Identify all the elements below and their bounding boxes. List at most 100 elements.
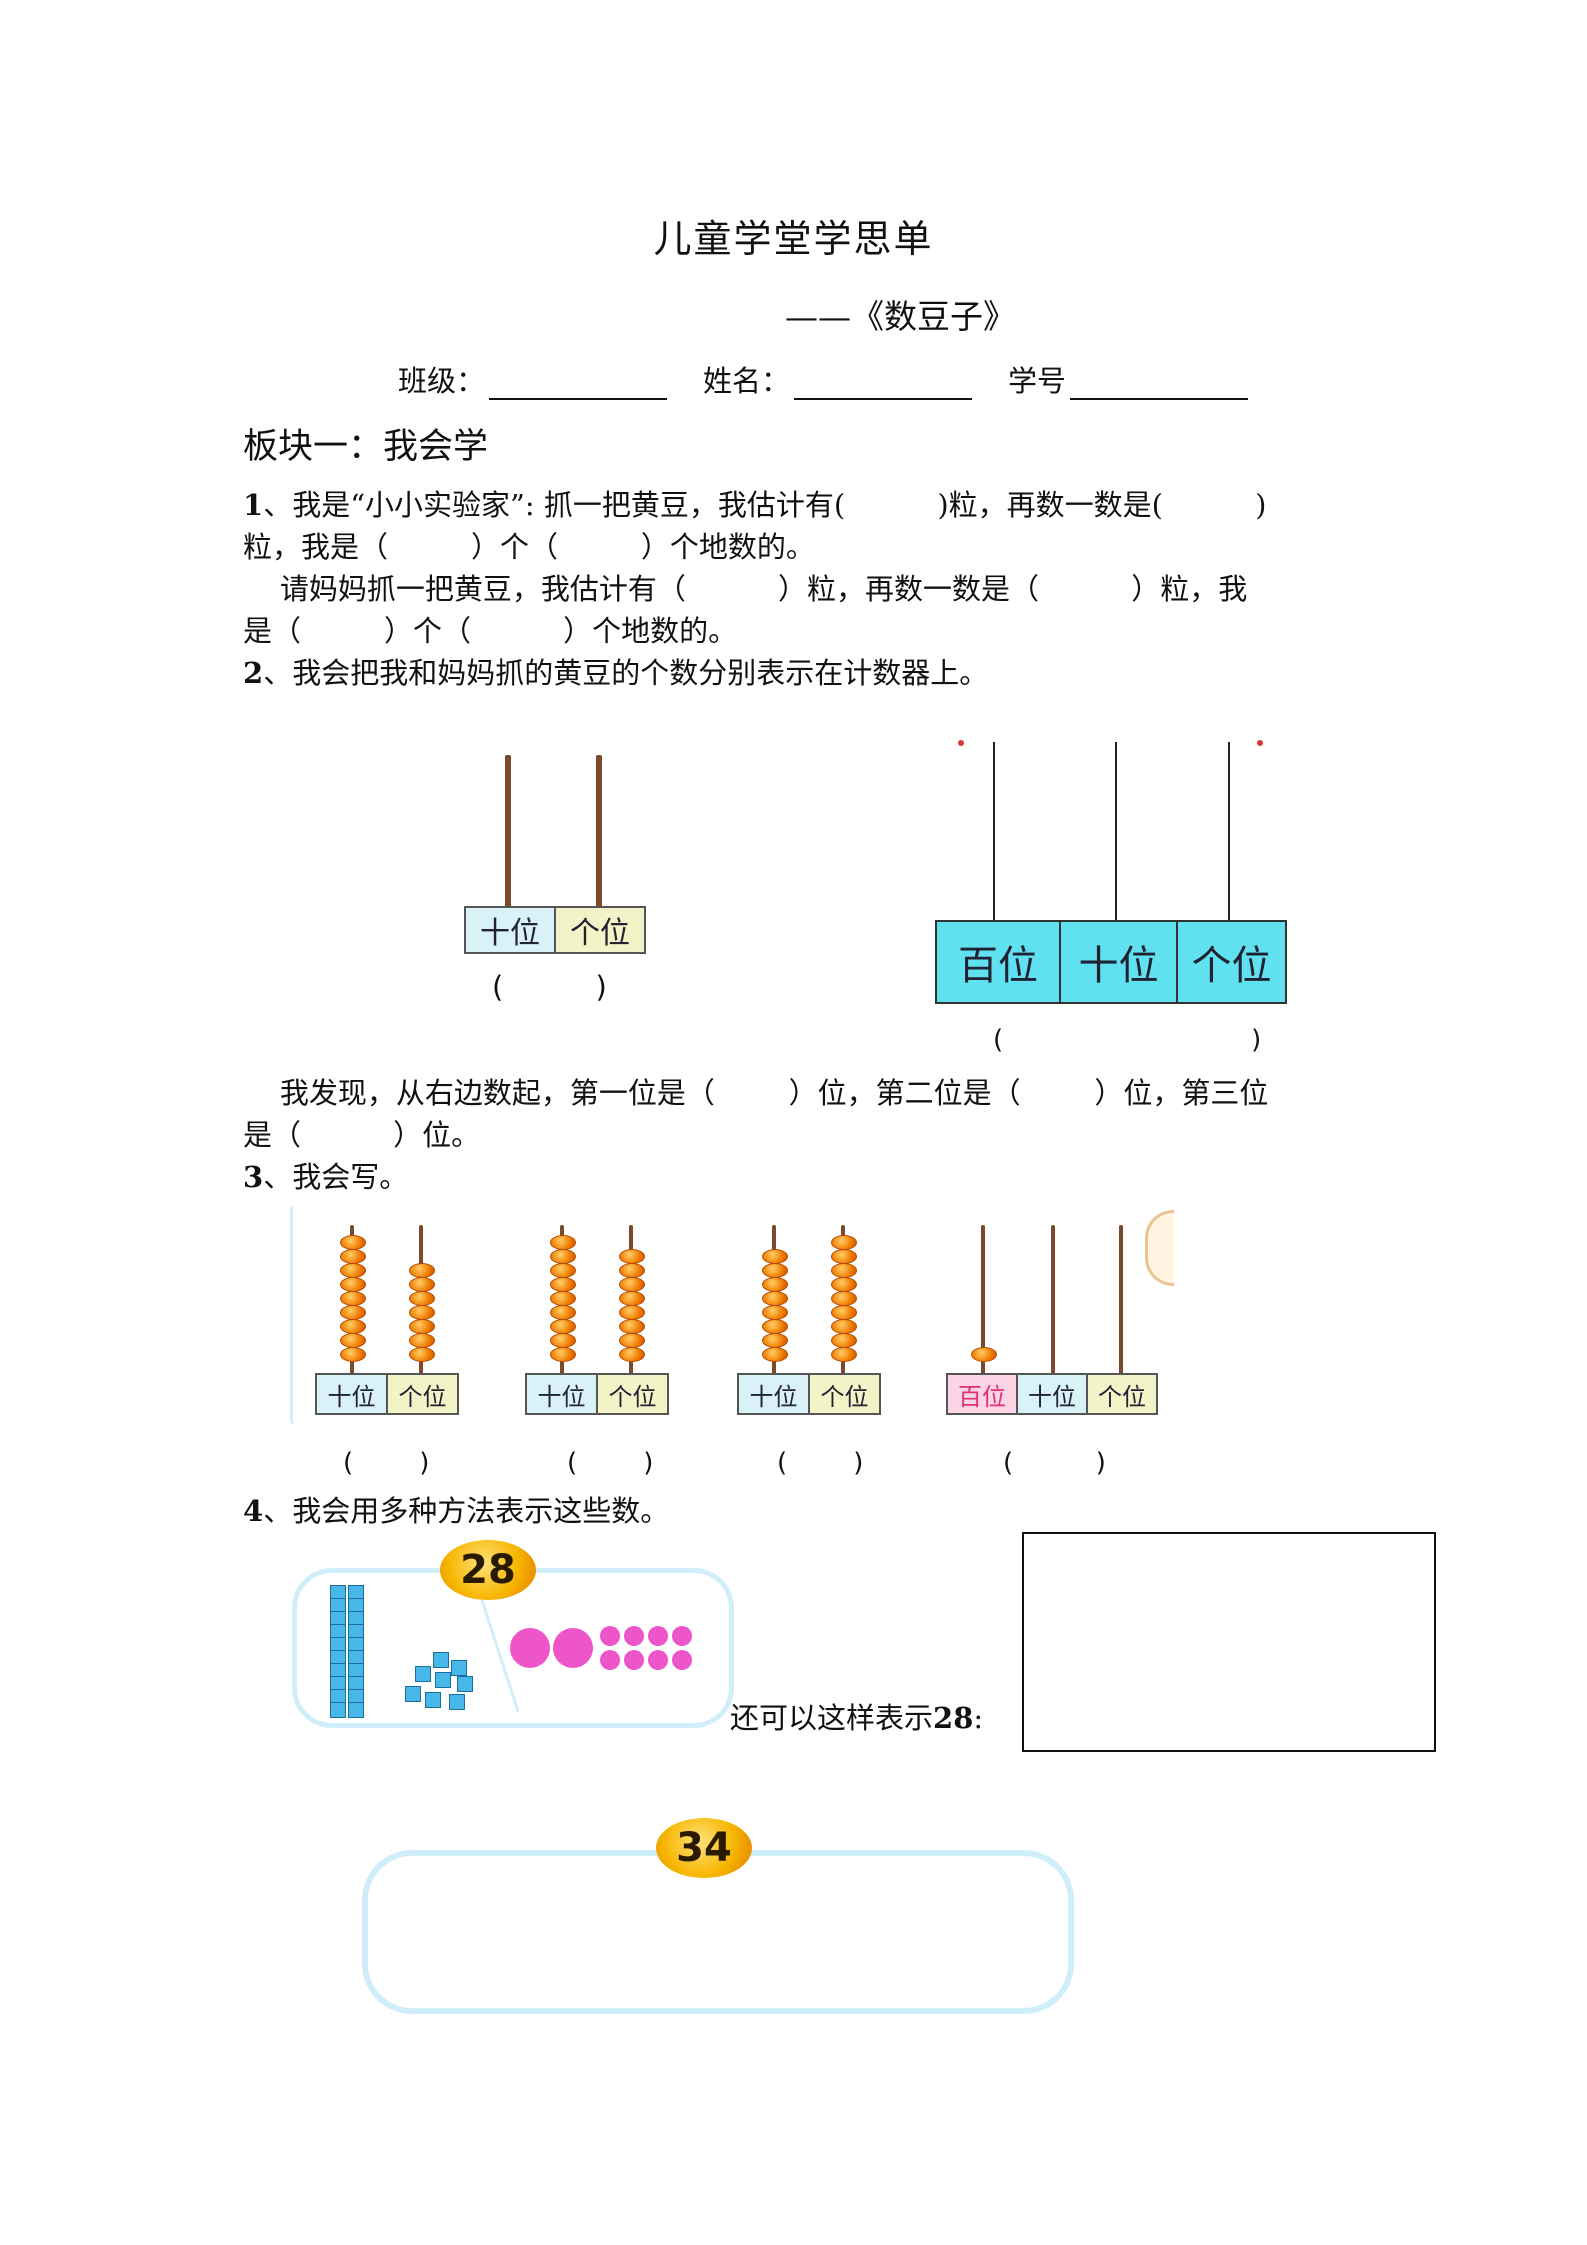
tens-dot [553, 1628, 593, 1668]
tens-label: 十位 [317, 1375, 388, 1413]
frame2-answer-paren[interactable]: ( ) [993, 1025, 1262, 1055]
bead [550, 1235, 576, 1250]
bead [340, 1305, 366, 1320]
class-label: 班级： [398, 364, 486, 398]
ones-dot [672, 1650, 692, 1670]
unit-cube [435, 1672, 451, 1688]
q2-discover-line1: 我发现，从右边数起，第一位是（ ）位，第二位是（ ）位，第三位 [243, 1076, 1269, 1110]
unit-cube [433, 1652, 449, 1668]
place-value-labels: 百位 十位 个位 [946, 1373, 1158, 1415]
ones-label: 个位 [810, 1375, 879, 1413]
tens-label: 十位 [739, 1375, 810, 1413]
bead [619, 1263, 645, 1278]
q3-answer-b[interactable]: ( ) [567, 1448, 654, 1478]
page-subtitle: ——《数豆子》 [785, 297, 1016, 336]
bead [831, 1235, 857, 1250]
bead [409, 1347, 435, 1362]
q3-answer-a[interactable]: ( ) [343, 1448, 430, 1478]
q3-number: 3 [243, 1160, 264, 1194]
ones-dot [624, 1626, 644, 1646]
unit-cube [451, 1660, 467, 1676]
ones-dot [648, 1650, 668, 1670]
class-field: 班级： [398, 358, 668, 400]
unit-cubes [405, 1652, 495, 1712]
q2-number: 2 [243, 656, 264, 690]
hundreds-rod [981, 1225, 985, 1375]
bead [831, 1347, 857, 1362]
red-dot-marker [1257, 740, 1263, 746]
answer-box-28[interactable] [1022, 1532, 1436, 1752]
student-info-fields: 班级： 姓名： 学号 [398, 358, 1249, 400]
ones-dot [672, 1626, 692, 1646]
tens-dot [510, 1628, 550, 1668]
bead [831, 1277, 857, 1292]
name-blank[interactable] [794, 368, 973, 400]
hundreds-label: 百位 [937, 922, 1061, 1002]
tens-label: 十位 [466, 908, 556, 952]
unit-cube [415, 1666, 431, 1682]
ones-rod [1119, 1225, 1123, 1375]
bead [762, 1347, 788, 1362]
bead [619, 1347, 645, 1362]
bead [971, 1347, 997, 1362]
number-34-badge: 34 [656, 1818, 752, 1878]
bead [550, 1277, 576, 1292]
bead [340, 1235, 366, 1250]
bead [409, 1277, 435, 1292]
section-title: 板块一：我会学 [243, 427, 489, 467]
student-number-blank[interactable] [1070, 368, 1249, 400]
q2-discover-line2: 是（ ）位。 [243, 1118, 481, 1152]
q3-text: 、我会写。 [263, 1160, 409, 1194]
bead [409, 1319, 435, 1334]
bead [550, 1333, 576, 1348]
ones-label: 个位 [1178, 922, 1285, 1002]
also-colon: : [973, 1701, 984, 1735]
bead [762, 1291, 788, 1306]
bead [340, 1347, 366, 1362]
place-value-labels: 百位 十位 个位 [935, 920, 1287, 1004]
ones-label: 个位 [1088, 1375, 1156, 1413]
hundreds-rod [993, 742, 995, 922]
rod-cube [348, 1702, 364, 1718]
q3-answer-c[interactable]: ( ) [777, 1448, 864, 1478]
bead [409, 1333, 435, 1348]
q4-text: 、我会用多种方法表示这些数。 [263, 1494, 670, 1528]
page-title: 儿童学堂学思单 [653, 217, 934, 261]
q3-answer-d[interactable]: ( ) [1003, 1448, 1106, 1478]
bead [762, 1277, 788, 1292]
bead [340, 1263, 366, 1278]
tens-label: 十位 [1061, 922, 1178, 1002]
ones-label: 个位 [598, 1375, 667, 1413]
ones-dot [624, 1650, 644, 1670]
q1-line1: 1、我是“小小实验家”: 抓一把黄豆，我估计有( )粒，再数一数是( ) [243, 484, 1353, 526]
q4-number: 4 [243, 1494, 264, 1528]
bead [550, 1263, 576, 1278]
ones-label: 个位 [556, 908, 644, 952]
bead [831, 1291, 857, 1306]
bead [550, 1305, 576, 1320]
q3-abacus-row: 十位 个位 十位 个位 十位 个位 百位 十位 个位 [290, 1205, 1174, 1435]
ones-label: 个位 [388, 1375, 457, 1413]
ones-dots [600, 1626, 710, 1670]
ones-dot [648, 1626, 668, 1646]
class-blank[interactable] [489, 368, 668, 400]
base-ten-rods [330, 1585, 380, 1718]
decor-edge [290, 1205, 301, 1425]
bead [619, 1333, 645, 1348]
number-28-badge: 28 [440, 1540, 536, 1600]
hundreds-label: 百位 [948, 1375, 1018, 1413]
ones-dot [600, 1650, 620, 1670]
place-value-labels: 十位 个位 [464, 906, 646, 954]
frame1-answer-paren[interactable]: ( ) [492, 970, 607, 1004]
place-value-labels: 十位 个位 [737, 1373, 881, 1415]
place-value-labels: 十位 个位 [315, 1373, 459, 1415]
also-represent-28: 还可以这样表示28: [730, 1695, 983, 1737]
unit-cube [457, 1676, 473, 1692]
bead [762, 1319, 788, 1334]
bead [409, 1291, 435, 1306]
bead [762, 1249, 788, 1264]
ones-rod [596, 755, 602, 910]
bead [550, 1291, 576, 1306]
bead [340, 1291, 366, 1306]
bead [340, 1277, 366, 1292]
